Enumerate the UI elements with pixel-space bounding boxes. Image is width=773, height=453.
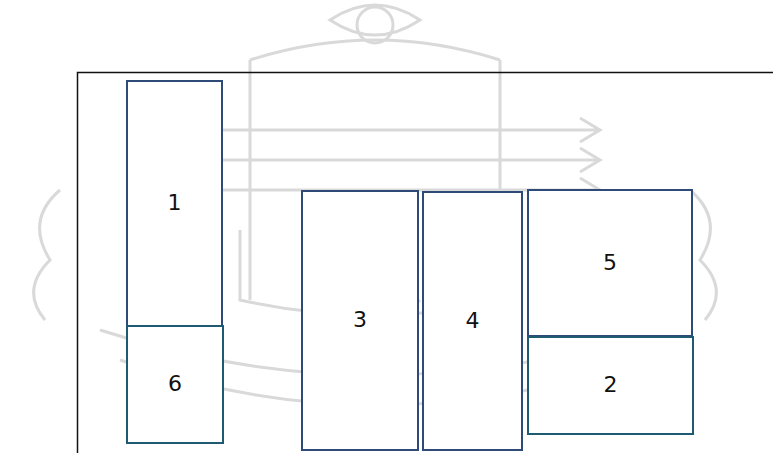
- outer-frame: [78, 73, 773, 453]
- numbered-box: 2: [527, 336, 694, 435]
- box-number: 5: [603, 250, 617, 276]
- box-number: 6: [168, 371, 182, 397]
- box-number: 1: [168, 190, 182, 216]
- numbered-box: 1: [126, 80, 223, 327]
- numbered-box: 3: [301, 190, 419, 451]
- box-number: 2: [604, 372, 618, 398]
- numbered-box: 5: [527, 189, 693, 337]
- box-number: 3: [353, 307, 367, 333]
- numbered-box: 6: [126, 325, 224, 444]
- box-number: 4: [466, 308, 480, 334]
- numbered-box: 4: [422, 191, 523, 451]
